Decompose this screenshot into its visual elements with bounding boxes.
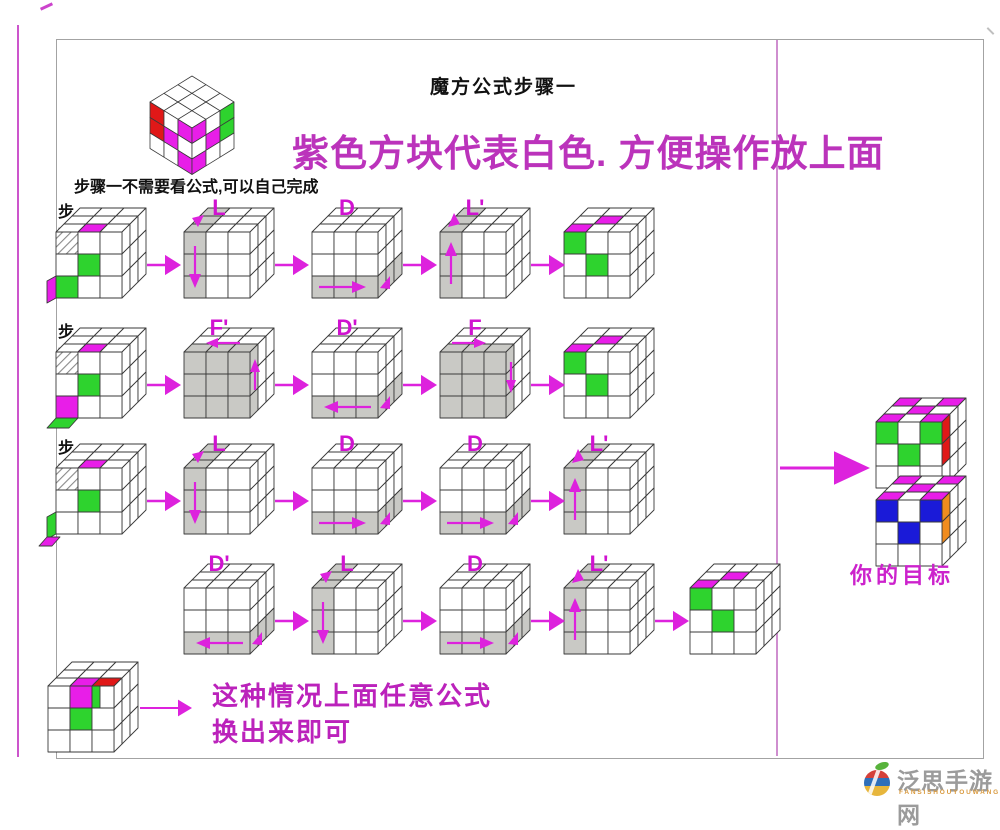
move-label-L-prime: L' — [589, 551, 609, 576]
flow-arrow-icon — [147, 490, 181, 512]
move-label-D: D — [339, 431, 355, 456]
left-border-line — [17, 25, 19, 757]
cube-goal-cube-1 — [875, 397, 967, 489]
cube-case-cube — [47, 661, 139, 753]
move-label-L-prime: L' — [465, 195, 485, 220]
flow-arrow-icon — [275, 610, 309, 632]
cube-move-L-prime — [439, 207, 531, 299]
corner-mark-top-left — [39, 2, 54, 11]
page-title: 魔方公式步骤一 — [430, 77, 578, 98]
bottom-note-line2: 换出来即可 — [212, 717, 353, 747]
step-one-note: 步骤一不需要看公式,可以自己完成 — [74, 179, 319, 196]
move-label-D: D — [467, 431, 483, 456]
move-label-D-prime: D' — [336, 315, 358, 340]
move-label-L: L — [212, 195, 226, 220]
cube-goal-cube-2 — [875, 475, 967, 567]
cube-move-D — [311, 207, 403, 299]
move-label-D: D — [339, 195, 355, 220]
cube-move-D — [439, 563, 531, 655]
flow-arrow-icon — [275, 490, 309, 512]
corner-mark-top-right — [986, 27, 995, 35]
cube-move-L — [183, 443, 275, 535]
move-label-L: L — [212, 431, 226, 456]
special-case-arrow — [140, 698, 194, 718]
cube-move-L-prime — [563, 443, 655, 535]
move-label-L-prime: L' — [589, 431, 609, 456]
cube-move-L-prime — [563, 563, 655, 655]
flow-arrow-icon — [403, 610, 437, 632]
cube-move-D-prime — [183, 563, 275, 655]
flow-arrow-icon — [531, 610, 565, 632]
flow-arrow-icon — [147, 374, 181, 396]
cube-move-F-prime — [183, 327, 275, 419]
flow-arrow-icon — [275, 374, 309, 396]
flow-arrow-icon — [531, 254, 565, 276]
purple-note-heading: 紫色方块代表白色. 方便操作放上面 — [292, 133, 885, 174]
cube-move-D — [311, 443, 403, 535]
move-label-L: L — [340, 551, 354, 576]
flow-arrow-icon — [780, 451, 870, 485]
watermark-apple-logo-icon — [858, 759, 896, 799]
flow-arrow-icon — [403, 490, 437, 512]
flow-arrow-icon — [147, 254, 181, 276]
bottom-note-line1: 这种情况上面任意公式 — [212, 681, 493, 711]
flow-arrow-icon — [403, 374, 437, 396]
cube-result-d — [689, 563, 781, 655]
cube-result-a — [563, 207, 655, 299]
vertical-divider — [776, 40, 778, 756]
cube-move-D2 — [439, 443, 531, 535]
goal-label: 你的目标 — [850, 563, 955, 588]
corner-view-cube — [142, 70, 242, 176]
move-label-D: D — [467, 551, 483, 576]
cube-start-b — [46, 327, 147, 429]
move-label-F: F — [468, 315, 482, 340]
watermark-site-name: 泛思手游网 — [897, 768, 993, 828]
flow-arrow-icon — [531, 374, 565, 396]
flow-arrow-icon — [275, 254, 309, 276]
cube-move-L — [311, 563, 403, 655]
cube-start-c — [38, 443, 147, 547]
flow-arrow-icon — [403, 254, 437, 276]
flow-arrow-icon — [140, 699, 192, 717]
cube-start-a — [46, 207, 147, 304]
move-label-F-prime: F' — [209, 315, 229, 340]
goal-arrow — [780, 448, 872, 488]
flow-arrow-icon — [655, 610, 689, 632]
apple-logo-icon — [864, 761, 890, 798]
corner-cube-icon — [149, 75, 235, 175]
watermark-site-sub: FANSISHOUYOUWANG — [899, 789, 1000, 796]
cube-move-D-prime — [311, 327, 403, 419]
cube-move-F — [439, 327, 531, 419]
cube-result-b — [563, 327, 655, 419]
flow-arrow-icon — [531, 490, 565, 512]
cube-move-L — [183, 207, 275, 299]
move-label-D-prime: D' — [208, 551, 230, 576]
